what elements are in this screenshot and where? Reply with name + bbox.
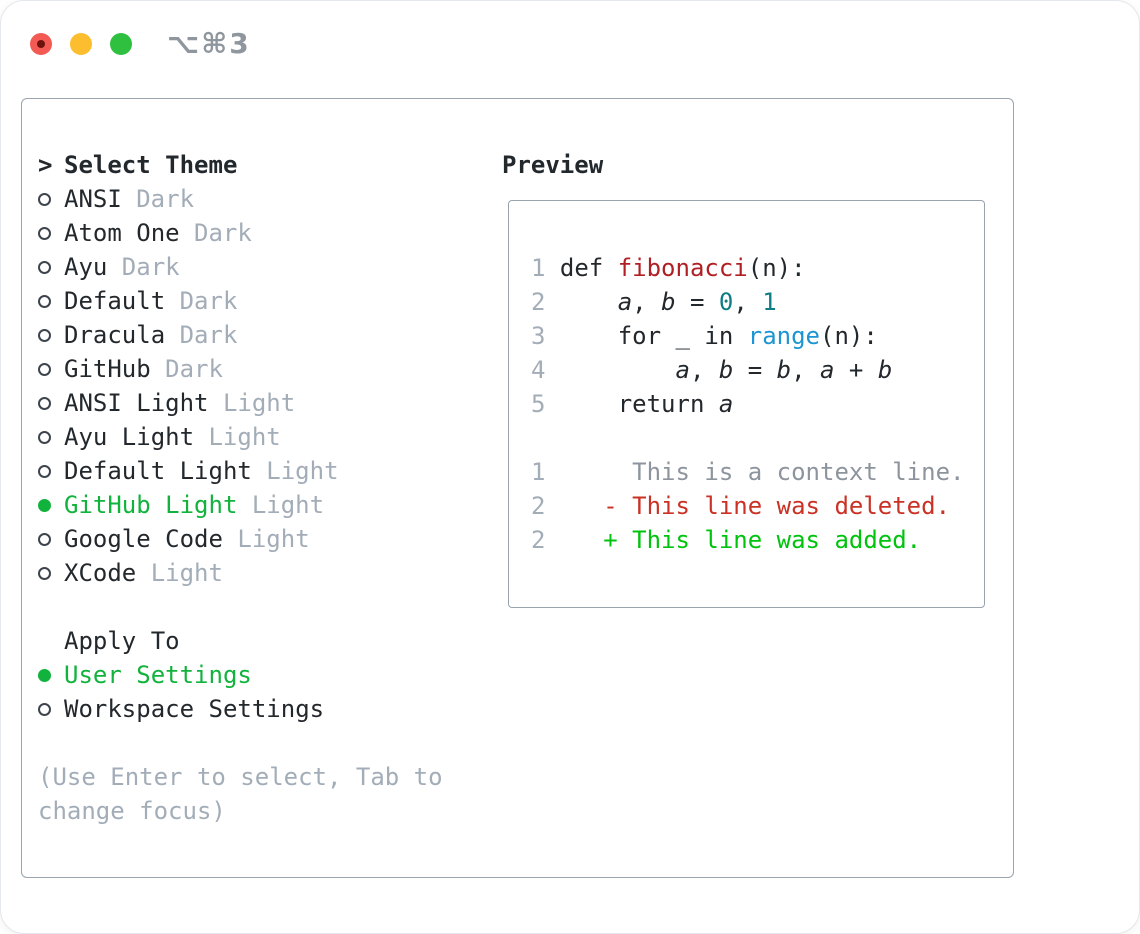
radio-selected-icon xyxy=(38,668,51,682)
blank-line xyxy=(531,421,982,455)
theme-name: Default Light xyxy=(64,457,252,485)
radio-icon xyxy=(38,260,51,274)
help-line: (Use Enter to select, Tab to xyxy=(38,763,443,791)
theme-variant: Light xyxy=(237,525,310,553)
radio-icon xyxy=(38,532,51,546)
apply-option-label: User Settings xyxy=(64,661,252,689)
radio-icon xyxy=(38,192,51,206)
radio-icon xyxy=(38,702,51,716)
spacer xyxy=(38,590,443,624)
apply-to-title: Apply To xyxy=(64,627,180,655)
zoom-button[interactable] xyxy=(110,32,132,55)
theme-name: GitHub xyxy=(64,355,151,383)
theme-name: Dracula xyxy=(64,321,166,349)
code-line-4: 4 a, b = b, a + b xyxy=(531,356,893,384)
close-button[interactable] xyxy=(30,32,52,55)
theme-name: Atom One xyxy=(64,219,180,247)
code-line-1: 1 def fibonacci(n): xyxy=(531,254,806,282)
preview-box: 1 def fibonacci(n): 2 a, b = 0, 1 3 for _ … xyxy=(508,200,985,608)
theme-name: ANSI xyxy=(64,185,122,213)
code-preview: 1 def fibonacci(n): 2 a, b = 0, 1 3 for _ … xyxy=(531,251,982,557)
theme-name: XCode xyxy=(64,559,137,587)
theme-option-ayu[interactable]: Ayu Dark xyxy=(38,250,443,284)
theme-variant: Light xyxy=(150,559,223,587)
theme-option-default[interactable]: Default Dark xyxy=(38,284,443,318)
theme-variant: Dark xyxy=(121,253,180,281)
help-text: (Use Enter to select, Tab to change focus… xyxy=(38,760,443,828)
theme-option-dracula[interactable]: Dracula Dark xyxy=(38,318,443,352)
code-line-3: 3 for _ in range(n): xyxy=(531,322,878,350)
help-line: change focus) xyxy=(38,797,226,825)
select-theme-header: > Select Theme xyxy=(38,148,443,182)
theme-variant: Dark xyxy=(179,287,238,315)
theme-variant: Light xyxy=(251,491,325,519)
radio-selected-icon xyxy=(38,498,51,512)
apply-option-label: Workspace Settings xyxy=(64,695,325,723)
diff-added-line: 2 + This line was added. xyxy=(531,526,922,554)
theme-name: Google Code xyxy=(64,525,223,553)
apply-option-workspace-settings[interactable]: Workspace Settings xyxy=(38,692,443,726)
radio-icon xyxy=(38,362,51,376)
theme-name: Default xyxy=(64,287,166,315)
radio-icon xyxy=(38,464,51,478)
theme-name: Ayu xyxy=(64,253,108,281)
diff-deleted-line: 2 - This line was deleted. xyxy=(531,492,951,520)
apply-to-header: Apply To xyxy=(38,624,443,658)
cursor-prompt-icon: > xyxy=(38,151,53,179)
select-theme-title: Select Theme xyxy=(64,151,238,179)
theme-option-atom-one[interactable]: Atom One Dark xyxy=(38,216,443,250)
radio-icon xyxy=(38,566,51,580)
minimize-button[interactable] xyxy=(70,32,92,55)
code-line-2: 2 a, b = 0, 1 xyxy=(531,288,777,316)
theme-option-google-code[interactable]: Google Code Light xyxy=(38,522,443,556)
window-title: ⌥⌘3 xyxy=(167,27,251,60)
radio-icon xyxy=(38,328,51,342)
theme-option-github-light[interactable]: GitHub Light Light xyxy=(38,488,443,522)
theme-variant: Dark xyxy=(136,185,195,213)
theme-name: Ayu Light xyxy=(64,423,195,451)
theme-variant: Light xyxy=(208,423,281,451)
theme-variant: Dark xyxy=(165,355,223,383)
theme-option-ansi-light[interactable]: ANSI Light Light xyxy=(38,386,443,420)
theme-option-default-light[interactable]: Default Light Light xyxy=(38,454,443,488)
radio-icon xyxy=(38,226,51,240)
theme-variant: Light xyxy=(222,389,296,417)
spacer xyxy=(38,726,443,760)
radio-icon xyxy=(38,294,51,308)
theme-name: ANSI Light xyxy=(64,389,209,417)
titlebar: ⌥⌘3 xyxy=(30,27,251,60)
theme-variant: Dark xyxy=(194,219,252,247)
theme-option-ayu-light[interactable]: Ayu Light Light xyxy=(38,420,443,454)
close-indicator-dot xyxy=(37,39,45,48)
theme-option-ansi[interactable]: ANSI Dark xyxy=(38,182,443,216)
code-line-5: 5 return a xyxy=(531,390,734,418)
apply-option-user-settings[interactable]: User Settings xyxy=(38,658,443,692)
theme-name: GitHub Light xyxy=(64,491,238,519)
theme-variant: Dark xyxy=(179,321,238,349)
theme-variant: Light xyxy=(266,457,339,485)
radio-icon xyxy=(38,430,51,444)
theme-option-github[interactable]: GitHub Dark xyxy=(38,352,443,386)
preview-title: Preview xyxy=(502,151,604,179)
theme-option-xcode[interactable]: XCode Light xyxy=(38,556,443,590)
diff-context-line: 1 This is a context line. xyxy=(531,458,965,486)
radio-icon xyxy=(38,396,51,410)
